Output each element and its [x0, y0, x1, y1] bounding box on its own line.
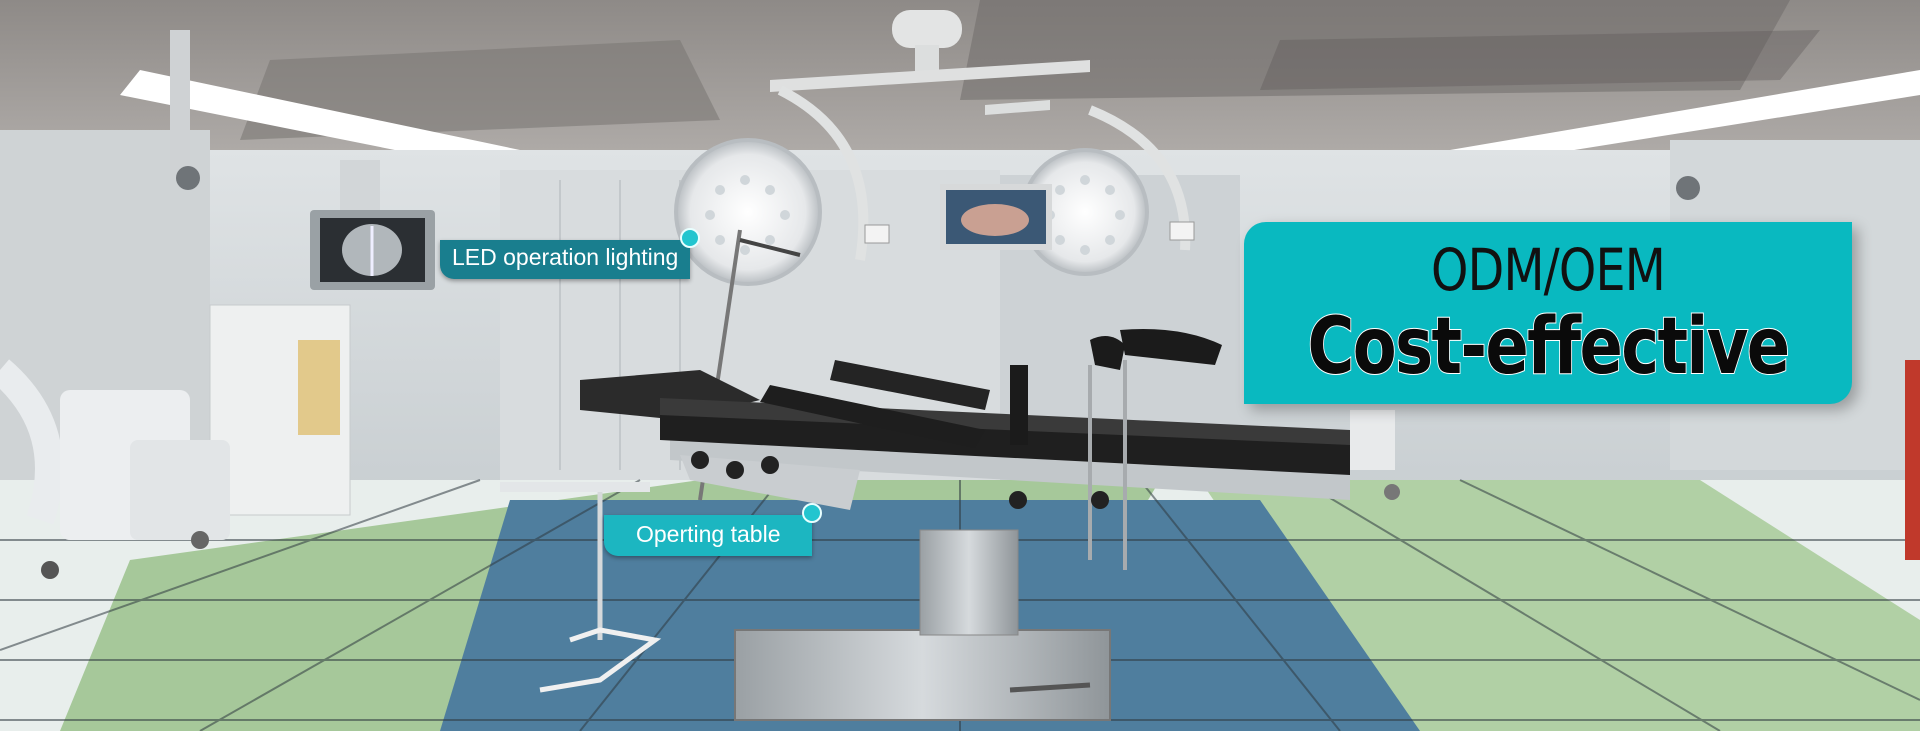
hotspot-dot-icon	[680, 228, 701, 248]
promo-cost-effective-text: Cost-effective	[1307, 301, 1791, 393]
hotspot-dot-icon	[802, 503, 823, 523]
promo-banner: ODM/OEM Cost-effective	[1244, 222, 1852, 404]
promo-odm-oem-text: ODM/OEM	[1431, 236, 1666, 304]
led-lighting-label-text: LED operation lighting	[452, 244, 679, 270]
led-lighting-label: LED operation lighting	[440, 228, 701, 279]
operating-table-label: Operting table	[604, 503, 823, 556]
operating-table-label-text: Operting table	[636, 521, 781, 547]
